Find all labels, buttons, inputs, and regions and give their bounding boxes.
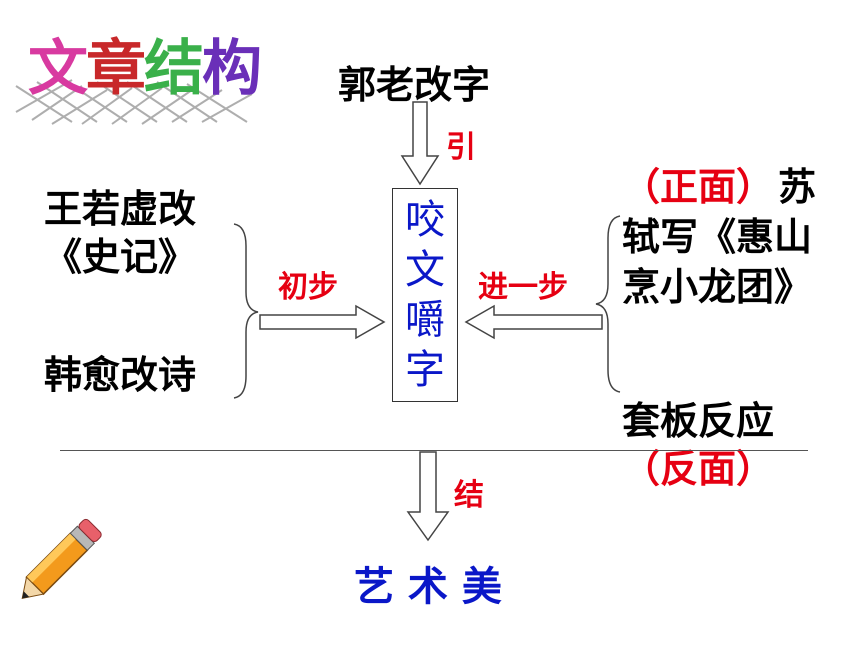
- top-source-text: 郭老改字: [338, 63, 491, 107]
- right-item2: 套板反应: [622, 399, 775, 443]
- left-item1-line2: 《史记》: [44, 235, 197, 279]
- right-brace: [595, 215, 621, 393]
- title-char: 结: [144, 34, 204, 104]
- center-box: 咬 文 嚼 字: [392, 188, 458, 402]
- center-char: 咬: [405, 197, 445, 243]
- left-item2: 韩愈改诗: [44, 353, 197, 397]
- divider-line: [60, 450, 808, 451]
- title-char: 章: [86, 34, 146, 104]
- arrow-label-jinyibu: 进一步: [478, 270, 568, 305]
- down-arrow-top: [400, 101, 440, 186]
- down-arrow-bottom: [406, 451, 450, 542]
- center-char: 字: [405, 347, 445, 393]
- center-char: 嚼: [405, 297, 445, 343]
- arrow-label-yin: 引: [446, 130, 476, 165]
- left-arrow-right: [464, 304, 603, 340]
- positive-tag: （正面）: [622, 165, 775, 209]
- title-shadow-decoration: [15, 79, 253, 125]
- slide-title: 文章结构: [28, 20, 262, 107]
- left-item1-line1: 王若虚改: [44, 187, 197, 231]
- arrow-label-chubu: 初步: [278, 270, 338, 305]
- left-brace: [233, 223, 259, 399]
- title-char: 构: [202, 34, 262, 104]
- pencil-icon: [21, 518, 102, 599]
- title-char: 文: [28, 34, 88, 104]
- conclusion-text: 艺 术 美: [354, 564, 502, 610]
- right-item1-line3: 烹小龙团》: [622, 265, 813, 309]
- arrow-label-jie: 结: [454, 478, 484, 513]
- right-item1-line2: 轼写《惠山: [622, 215, 813, 259]
- right-item1-line1-tail: 苏: [778, 165, 817, 209]
- negative-tag: （反面）: [622, 447, 775, 491]
- center-char: 文: [405, 247, 445, 293]
- right-arrow-left: [259, 304, 386, 340]
